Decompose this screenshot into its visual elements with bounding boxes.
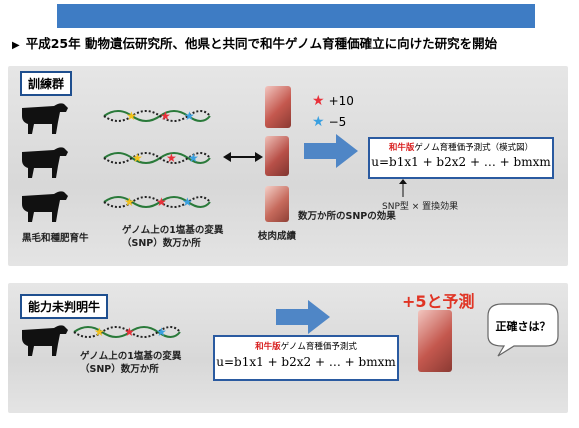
formula-equation: u=b1x1 + b2x2 + … + bmxm — [371, 155, 551, 169]
speech-bubble-icon — [487, 303, 559, 357]
dna-strand-icon: ★ ★ ★ — [103, 151, 211, 165]
svg-text:★: ★ — [182, 195, 193, 209]
svg-text:★: ★ — [94, 325, 105, 339]
svg-text:★: ★ — [188, 151, 199, 165]
effect-caption: 数万か所のSNPの効果 — [298, 211, 396, 222]
svg-text:★: ★ — [124, 195, 135, 209]
beef-carcass-image — [265, 186, 289, 222]
up-arrow-icon — [399, 179, 407, 197]
right-arrow-icon — [276, 300, 330, 334]
beef-carcass-image — [265, 136, 289, 176]
headline: ▶ 平成25年 動物遺伝研究所、他県と共同で和牛ゲノム育種価確立に向けた研究を開始 — [12, 33, 572, 52]
formula-title: 和牛版ゲノム育種価予測式 — [255, 342, 357, 352]
cow-icon — [22, 147, 68, 178]
svg-text:★: ★ — [184, 109, 195, 123]
legend-minus: ★ −5 — [312, 115, 346, 129]
headline-text: 平成25年 動物遺伝研究所、他県と共同で和牛ゲノム育種価確立に向けた研究を開始 — [25, 36, 498, 51]
red-star-icon: ★ — [312, 93, 325, 109]
formula-equation: u=b1x1 + b2x2 + … + bmxm — [216, 355, 396, 369]
svg-text:★: ★ — [156, 325, 167, 339]
blue-star-icon: ★ — [312, 114, 325, 130]
beef-carcass-image — [265, 86, 291, 128]
svg-text:★: ★ — [132, 151, 143, 165]
right-arrow-icon — [304, 134, 358, 168]
svg-text:★: ★ — [124, 325, 135, 339]
dna-strand-icon: ★ ★ ★ — [103, 195, 211, 209]
svg-text:★: ★ — [166, 151, 177, 165]
triangle-bullet-icon: ▶ — [12, 40, 20, 51]
formula-note: SNP型 × 置換効果 — [382, 202, 459, 212]
svg-text:★: ★ — [160, 109, 171, 123]
svg-text:★: ★ — [156, 195, 167, 209]
cattle-caption: 黒毛和種肥育牛 — [22, 233, 89, 244]
prediction-text: +5と予測 — [402, 292, 475, 311]
snp-caption: ゲノム上の1塩基の変異 （SNP）数万か所 — [122, 225, 224, 249]
dna-strand-icon: ★ ★ ★ — [103, 109, 211, 123]
legend-minus-value: −5 — [328, 115, 347, 129]
formula-box-unknown: 和牛版ゲノム育種価予測式 u=b1x1 + b2x2 + … + bmxm — [213, 335, 399, 381]
cow-icon — [22, 325, 68, 356]
training-label: 訓練群 — [20, 71, 73, 96]
unknown-label: 能力未判明牛 — [20, 294, 109, 319]
svg-text:★: ★ — [126, 109, 137, 123]
cow-icon — [22, 103, 68, 134]
formula-title: 和牛版ゲノム育種価予測式（模式図） — [388, 143, 534, 153]
legend-plus-value: +10 — [328, 94, 354, 108]
cow-icon — [22, 191, 68, 222]
double-arrow-icon — [223, 152, 263, 162]
snp-caption: ゲノム上の1塩基の変異 （SNP）数万か所 — [80, 351, 182, 375]
title-bar — [57, 4, 535, 28]
dna-strand-icon: ★ ★ ★ — [73, 325, 181, 339]
beef-carcass-image — [418, 310, 452, 372]
legend-plus: ★ +10 — [312, 94, 354, 108]
marbling-caption: 枝肉成績 — [258, 231, 297, 242]
accuracy-question: 正確さは？ — [495, 320, 551, 333]
formula-box-training: 和牛版ゲノム育種価予測式（模式図） u=b1x1 + b2x2 + … + bm… — [368, 137, 554, 179]
